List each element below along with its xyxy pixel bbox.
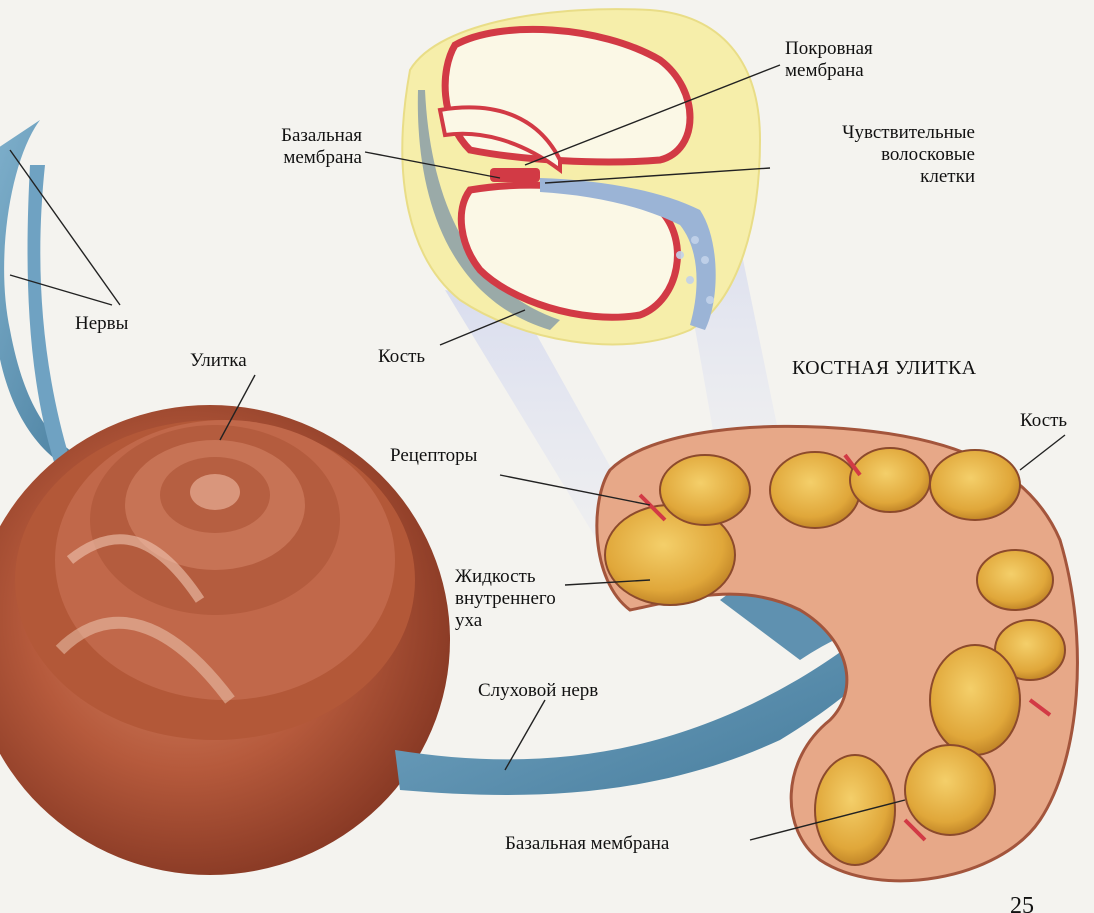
cochlea-shell bbox=[0, 405, 450, 875]
bony-cochlea-section bbox=[597, 426, 1078, 880]
label-cochlea: Улитка bbox=[190, 350, 247, 372]
label-bone-top: Кость bbox=[378, 346, 425, 368]
title-bony-cochlea: КОСТНАЯ УЛИТКА bbox=[792, 357, 976, 379]
label-hair-cells: Чувствительные волосковые клетки bbox=[770, 122, 975, 188]
label-basilar-membrane-bottom: Базальная мембрана bbox=[505, 833, 669, 855]
label-basilar-membrane-top: Базальная мембрана bbox=[225, 125, 362, 169]
page-number: 25 bbox=[1010, 895, 1034, 913]
label-nerves: Нервы bbox=[75, 313, 128, 335]
label-tectorial-membrane: Покровная мембрана bbox=[785, 38, 873, 82]
magnified-cross-section bbox=[402, 9, 760, 344]
label-bone-right: Кость bbox=[1020, 410, 1067, 432]
label-inner-ear-fluid: Жидкость внутреннего уха bbox=[455, 566, 556, 632]
label-auditory-nerve: Слуховой нерв bbox=[478, 680, 598, 702]
label-receptors: Рецепторы bbox=[390, 445, 477, 467]
